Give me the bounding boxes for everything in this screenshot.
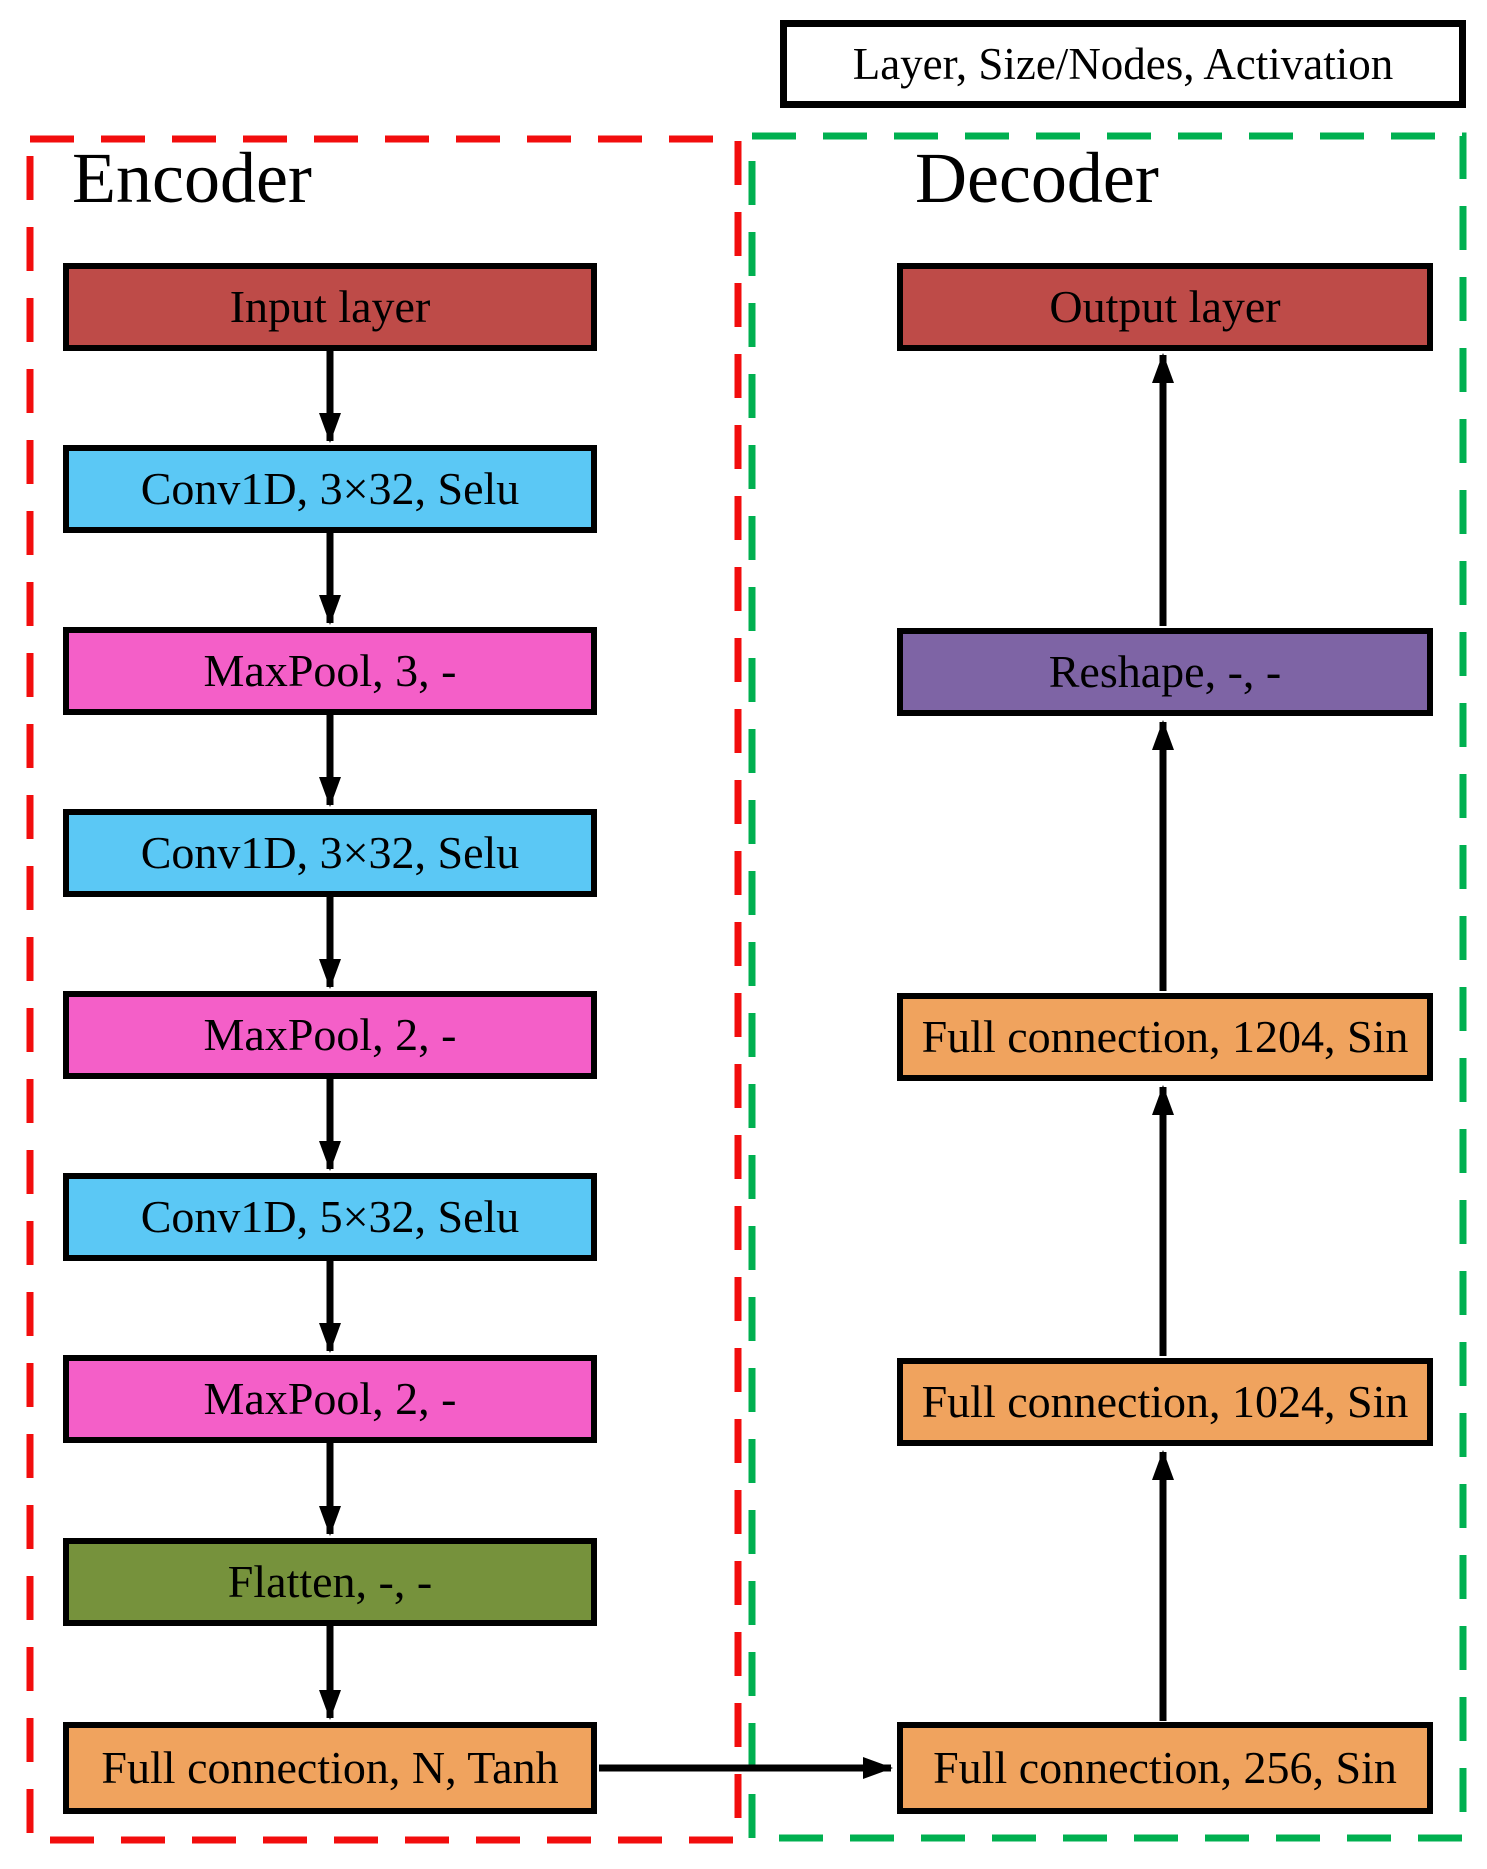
legend-box: Layer, Size/Nodes, Activation	[780, 20, 1466, 108]
layer-box-input: Input layer	[63, 263, 597, 351]
layer-box-conv3: Conv1D, 5×32, Selu	[63, 1173, 597, 1261]
decoder-title: Decoder	[915, 138, 1159, 218]
layer-box-conv1: Conv1D, 3×32, Selu	[63, 445, 597, 533]
layer-box-maxpool2: MaxPool, 2, -	[63, 991, 597, 1079]
layer-box-reshape: Reshape, -, -	[897, 628, 1433, 716]
legend-label: Layer, Size/Nodes, Activation	[852, 39, 1394, 89]
layer-box-output: Output layer	[897, 263, 1433, 351]
layer-box-fc1024: Full connection, 1024, Sin	[897, 1358, 1433, 1446]
decoder-region-outline	[748, 132, 1467, 1842]
encoder-title: Encoder	[72, 138, 312, 218]
layer-box-maxpool1: MaxPool, 3, -	[63, 627, 597, 715]
layer-box-flatten: Flatten, -, -	[63, 1538, 597, 1626]
layer-box-fc256: Full connection, 256, Sin	[897, 1722, 1433, 1814]
layer-box-conv2: Conv1D, 3×32, Selu	[63, 809, 597, 897]
layer-box-fc-bottleneck: Full connection, N, Tanh	[63, 1722, 597, 1814]
layer-box-maxpool3: MaxPool, 2, -	[63, 1355, 597, 1443]
layer-box-fc1204: Full connection, 1204, Sin	[897, 993, 1433, 1081]
